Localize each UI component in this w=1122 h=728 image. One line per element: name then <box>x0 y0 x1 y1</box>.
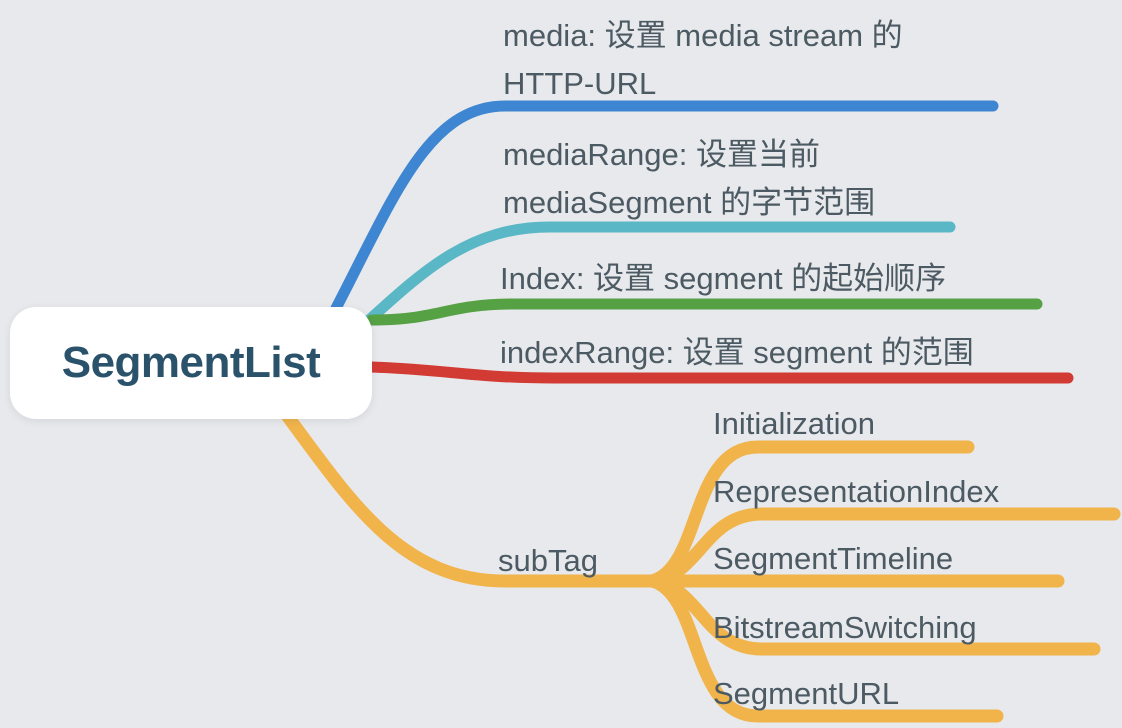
branch-line-subtag <box>276 403 659 588</box>
node-subtag[interactable]: subTag <box>498 544 598 577</box>
node-index[interactable]: Index: 设置 segment 的起始顺序 <box>500 262 946 295</box>
node-media-line-2: HTTP-URL <box>503 66 657 101</box>
node-subtag-line: subTag <box>498 543 598 578</box>
branch-line-index <box>366 298 1043 326</box>
node-media-line-1: media: 设置 media stream 的 <box>503 18 903 53</box>
node-representationindex-label: RepresentationIndex <box>713 474 1000 509</box>
branch-line-indexrange <box>366 361 1074 384</box>
node-representationindex[interactable]: RepresentationIndex <box>713 475 999 508</box>
node-indexrange-line: indexRange: 设置 segment 的范围 <box>500 335 974 370</box>
node-mediarange-line-1: mediaRange: 设置当前 <box>503 137 821 172</box>
root-node-label: SegmentList <box>61 338 321 387</box>
branch-line-segmenturl <box>645 574 1004 723</box>
root-node[interactable]: SegmentList <box>10 307 372 419</box>
node-segmenttimeline-label: SegmentTimeline <box>713 541 954 576</box>
node-segmenturl[interactable]: SegmentURL <box>713 677 899 710</box>
node-bitstreamswitching[interactable]: BitstreamSwitching <box>713 611 977 644</box>
node-bitstreamswitching-label: BitstreamSwitching <box>713 610 977 645</box>
node-initialization[interactable]: Initialization <box>713 407 875 440</box>
node-initialization-label: Initialization <box>713 406 875 441</box>
node-indexrange[interactable]: indexRange: 设置 segment 的范围 <box>500 336 974 369</box>
node-index-line: Index: 设置 segment 的起始顺序 <box>500 261 947 296</box>
node-segmenttimeline[interactable]: SegmentTimeline <box>713 542 953 575</box>
node-mediarange[interactable]: mediaRange: 设置当前 mediaSegment 的字节范围 <box>503 131 875 227</box>
node-mediarange-line-2: mediaSegment 的字节范围 <box>503 185 876 220</box>
node-media[interactable]: media: 设置 media stream 的 HTTP-URL <box>503 12 903 108</box>
node-segmenturl-label: SegmentURL <box>713 676 900 711</box>
